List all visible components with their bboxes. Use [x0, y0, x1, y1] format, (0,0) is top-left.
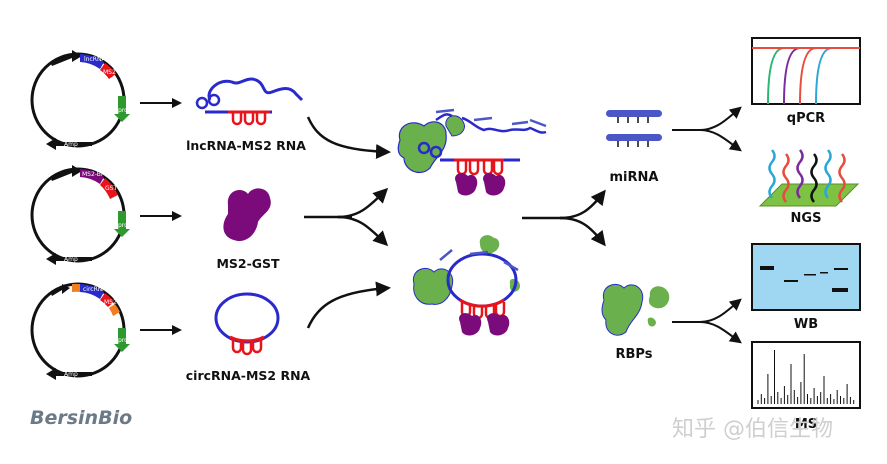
insert2-label: MS2 — [104, 299, 117, 306]
promoter-arrow — [114, 211, 130, 237]
arrow-to-ngs — [699, 129, 742, 152]
gst-segment — [100, 178, 118, 199]
lncrna-complex — [397, 108, 547, 196]
circrna-complex — [412, 235, 520, 336]
qpcr-label: qPCR — [787, 111, 825, 126]
arrow-to-ms — [699, 321, 742, 344]
ms2-gst-protein: MS2-GST — [216, 188, 280, 271]
arrow-to-mirna — [559, 189, 606, 220]
bound-mirnas — [439, 249, 519, 272]
insert1-label: lncRNA — [84, 56, 106, 63]
ori-arrow — [50, 284, 70, 296]
gst-blob — [223, 188, 271, 242]
lncrna-plasmid: lncRNA MS2 pro Amp — [30, 50, 130, 150]
insert2-label: MS2 — [103, 69, 116, 76]
ms2gst-plasmid: MS2-BP GST pro Amp — [30, 165, 130, 265]
mirna-label: miRNA — [610, 170, 659, 185]
ngs-strand — [824, 149, 832, 199]
promoter-label: pro — [118, 107, 128, 114]
ori-arrow — [50, 50, 82, 66]
insert-segment — [80, 169, 104, 184]
ms2gst-label: MS2-GST — [216, 256, 280, 271]
circrna-plasmid: circRNA MS2 pro Amp — [30, 282, 130, 380]
protein-blob-small — [445, 115, 465, 137]
rbp-blob-small — [648, 286, 670, 309]
circrna-ms2-rna: circRNA-MS2 RNA — [186, 292, 311, 383]
ngs-label: NGS — [791, 211, 822, 226]
wb-label: WB — [794, 317, 818, 332]
insert1-label: circRNA — [83, 286, 107, 293]
amp-arrow — [46, 253, 92, 265]
rbp-blob-large — [601, 284, 644, 336]
insert2-label: GST — [105, 185, 117, 192]
ori-arrow — [50, 165, 82, 181]
rbps-label: RBPs — [616, 347, 653, 362]
ms2-segment — [100, 63, 116, 79]
qpcr-panel: qPCR — [751, 37, 861, 126]
ms-spectrum — [757, 350, 855, 404]
arrow-lncrna-to-complex — [306, 116, 391, 160]
insert-segment — [80, 284, 104, 299]
arrow-to-wb — [699, 298, 742, 323]
insert-segment — [80, 54, 104, 69]
amp-arrow — [46, 368, 92, 380]
ngs-strand — [796, 149, 804, 199]
mirna-bar-2 — [606, 134, 662, 141]
mirna-bar-1 — [606, 110, 662, 117]
wb-membrane — [751, 243, 861, 311]
watermark: 知乎 @伯信生物 — [672, 417, 833, 442]
insert1-label: MS2-BP — [82, 171, 105, 178]
ngs-strands — [768, 149, 846, 203]
mirna-group: miRNA — [606, 110, 662, 185]
plasmid-ring — [30, 167, 126, 263]
wb-panel: WB — [751, 243, 861, 332]
rbps-group: RBPs — [601, 284, 670, 362]
ngs-panel: NGS — [758, 149, 860, 226]
ms-box — [751, 341, 861, 409]
protein-blob — [412, 268, 454, 305]
arrow-circrna-to-complex — [306, 281, 391, 329]
arrow-to-qpcr — [699, 106, 742, 131]
ms2-hairpins — [231, 339, 263, 356]
lncrna-label: lncRNA-MS2 RNA — [186, 138, 306, 153]
arrow-to-rbps — [559, 216, 606, 247]
bound-mirnas — [435, 108, 547, 128]
ms2-segment — [100, 293, 114, 307]
circrna-loop — [214, 292, 280, 344]
arrow-ms2gst-down — [337, 215, 389, 247]
promoter-label: pro — [118, 222, 128, 229]
marker-label: Amp — [64, 141, 78, 148]
orange-segment-2 — [109, 304, 120, 316]
lncrna-ms2-rna: lncRNA-MS2 RNA — [186, 77, 306, 153]
marker-label: Amp — [64, 371, 78, 378]
orange-segment — [72, 283, 80, 292]
amp-arrow — [46, 138, 92, 150]
ngs-strand — [782, 153, 790, 203]
ngs-strand — [838, 153, 846, 203]
ms2-hairpins — [231, 112, 267, 126]
arrow-ms2gst-up — [337, 187, 389, 219]
ms-label: MS — [795, 417, 817, 432]
ngs-strand — [768, 149, 776, 199]
protein-blob-top — [479, 235, 500, 254]
circrna-label: circRNA-MS2 RNA — [186, 368, 311, 383]
wb-bands — [760, 266, 848, 292]
ms-panel: MS — [751, 341, 861, 432]
marker-label: Amp — [64, 256, 78, 263]
promoter-arrow — [114, 328, 130, 352]
brand-logo: BersinBio — [30, 407, 132, 429]
promoter-label: pro — [118, 337, 128, 344]
lncrna-strand — [207, 77, 304, 102]
ngs-strand — [810, 153, 818, 203]
promoter-arrow — [114, 96, 130, 122]
